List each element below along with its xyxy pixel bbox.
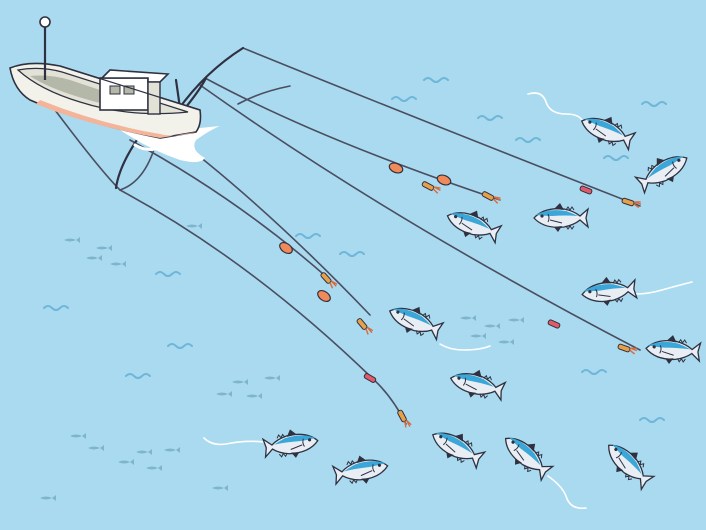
ripple	[391, 96, 417, 102]
distant-fish	[460, 315, 476, 321]
distant-fish	[146, 465, 162, 471]
distant-fish	[186, 223, 202, 229]
float	[317, 289, 331, 303]
trolling-line	[204, 77, 501, 201]
lure	[320, 272, 338, 289]
lure	[356, 318, 374, 335]
distant-fish-school	[40, 223, 524, 501]
ripple	[477, 115, 503, 121]
ripple	[167, 343, 193, 349]
ripple	[641, 101, 667, 107]
float	[279, 241, 293, 255]
ripple	[125, 373, 151, 379]
distant-fish	[470, 333, 486, 339]
swim-trails	[203, 92, 693, 510]
ripple	[603, 155, 629, 161]
ripple	[295, 233, 321, 239]
ripple	[423, 77, 449, 83]
distant-fish	[216, 391, 232, 397]
distant-fish	[264, 375, 280, 381]
lure	[547, 319, 561, 329]
ripple	[581, 369, 607, 375]
distant-fish	[484, 323, 500, 329]
trolling-line	[199, 84, 641, 351]
cabin-window	[109, 85, 121, 95]
trolling-line	[242, 47, 641, 207]
swim-trail	[547, 475, 587, 510]
trolling-line	[129, 139, 331, 281]
trolling-line	[237, 85, 291, 105]
ripple	[43, 305, 69, 311]
lure	[363, 373, 377, 383]
distant-fish	[40, 495, 56, 501]
distant-fish	[70, 433, 86, 439]
lure	[421, 181, 441, 194]
distant-fish	[86, 255, 102, 261]
ripple	[339, 251, 365, 257]
distant-fish	[212, 485, 228, 491]
ripple	[639, 417, 665, 423]
distant-fish	[498, 339, 514, 345]
lure	[397, 409, 412, 428]
bow-rail	[59, 65, 201, 111]
lure	[617, 343, 638, 355]
swim-trail	[635, 281, 693, 295]
swim-trail	[439, 343, 491, 351]
lure	[621, 197, 642, 209]
distant-fish	[64, 237, 80, 243]
distant-fish	[508, 317, 524, 323]
distant-fish	[136, 449, 152, 455]
ripple	[515, 137, 541, 143]
lure	[481, 191, 501, 204]
float	[388, 162, 404, 174]
fishing-boat	[9, 16, 220, 163]
trolling-line	[119, 189, 373, 379]
distant-fish	[110, 261, 126, 267]
cabin-side	[147, 81, 161, 115]
distant-fish	[96, 245, 112, 251]
distant-fish	[88, 445, 104, 451]
float	[436, 174, 452, 186]
mast-light	[39, 16, 51, 28]
distant-fish	[246, 393, 262, 399]
lures	[320, 181, 642, 428]
boat-wake-foam	[133, 143, 173, 153]
distant-fish	[118, 459, 134, 465]
line-floats	[279, 162, 452, 303]
distant-fish	[232, 379, 248, 385]
distant-fish	[164, 447, 180, 453]
ripple	[155, 271, 181, 277]
lure	[579, 185, 593, 195]
swim-trail	[527, 92, 583, 121]
cabin-window	[123, 85, 135, 95]
water-ripples	[43, 77, 667, 423]
swim-trail	[203, 437, 265, 446]
outrigger-pole	[176, 46, 245, 112]
